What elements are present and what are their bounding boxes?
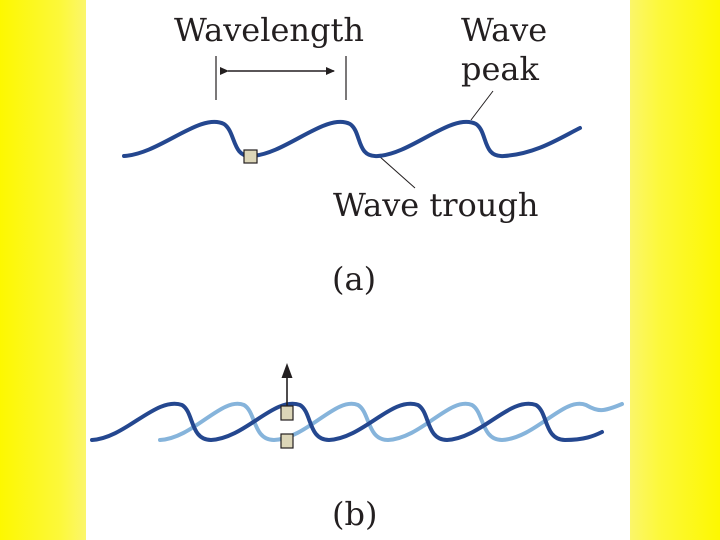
floating-marker-b-lower	[280, 433, 294, 449]
wave-trough-leader	[378, 155, 416, 189]
panel-a: Wavelength Wave peak Wave trough (a)	[122, 11, 582, 298]
wave-a	[122, 119, 582, 159]
panel-b: (b)	[90, 363, 624, 533]
panel-a-label: (a)	[332, 260, 376, 298]
wave-b-shifted	[158, 401, 624, 442]
wave-trough-label: Wave trough	[333, 186, 539, 224]
diagram-panel	[86, 0, 630, 540]
wave-b	[90, 401, 604, 442]
floating-marker-b-upper	[280, 405, 294, 421]
wave-peak-label-line1: Wave	[461, 11, 547, 49]
upward-motion-arrowhead	[281, 363, 293, 378]
wavelength-label: Wavelength	[174, 11, 364, 49]
wave-peak-leader	[470, 90, 494, 121]
panel-b-label: (b)	[332, 495, 377, 533]
floating-marker-a	[243, 149, 258, 164]
wave-peak-label-line2: peak	[461, 50, 540, 88]
